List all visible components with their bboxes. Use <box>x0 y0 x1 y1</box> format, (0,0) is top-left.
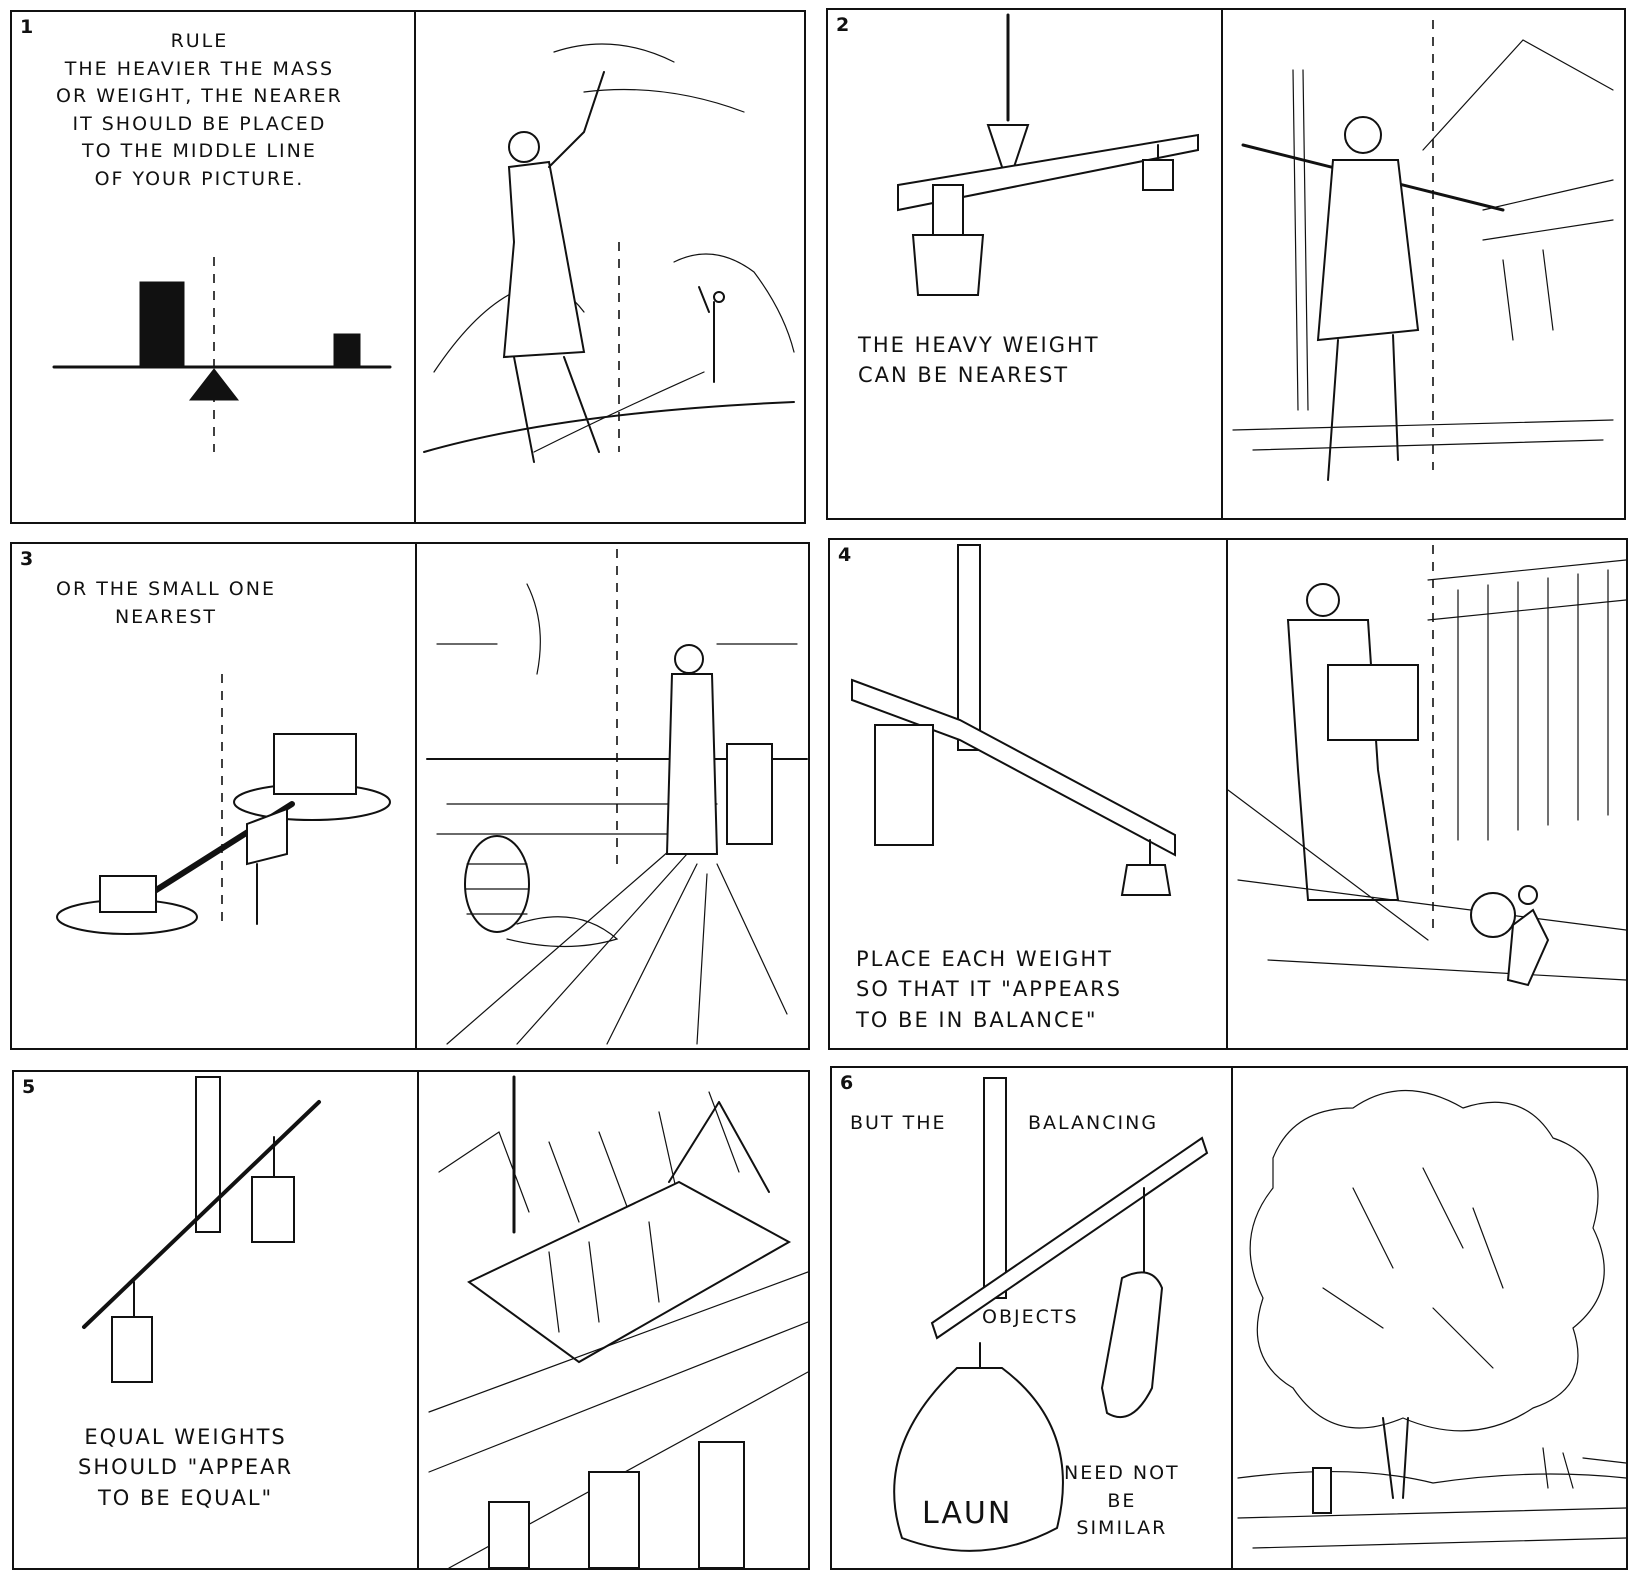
small-weight-block <box>334 334 360 365</box>
tree-canopy <box>1250 1091 1604 1431</box>
vertical-post <box>958 545 980 750</box>
balance-beam-diagram <box>12 12 414 522</box>
panel-2: 2 THE HEAVY WEIGHT CAN BE NEAREST <box>826 8 1626 520</box>
shoe-and-bag-diagram: LAUN <box>832 1068 1231 1568</box>
panel-2-sketch <box>1223 10 1624 518</box>
dock-scene-sketch <box>417 544 808 1048</box>
panel-3: 3 OR THE SMALL ONE NEAREST <box>10 542 810 1050</box>
large-cube <box>274 734 356 794</box>
barrel <box>465 836 529 932</box>
small-counterweight <box>1122 865 1170 895</box>
lever-arm <box>932 1138 1207 1338</box>
right-weight <box>252 1177 294 1242</box>
panel-4-diagram: 4 PLACE EACH WEIGHT SO THAT IT "APPEARS … <box>830 540 1228 1048</box>
bag-label: LAUN <box>922 1496 1012 1531</box>
crane-load-sketch <box>419 1072 808 1568</box>
panel-1-diagram: 1 RULE THE HEAVIER THE MASS OR WEIGHT, T… <box>12 12 416 522</box>
panel-1-sketch <box>414 12 804 522</box>
hanging-balance-diagram <box>830 540 1226 1048</box>
panel-6-sketch <box>1233 1068 1626 1568</box>
panel-3-diagram: 3 OR THE SMALL ONE NEAREST <box>12 544 417 1048</box>
panel-6-diagram: 6 BUT THE BALANCING OBJECTS NEED NOT BE … <box>832 1068 1233 1568</box>
panel-2-diagram: 2 THE HEAVY WEIGHT CAN BE NEAREST <box>828 10 1223 518</box>
equal-weights-diagram <box>14 1072 417 1568</box>
large-weight-block <box>140 282 184 365</box>
panel-6: 6 BUT THE BALANCING OBJECTS NEED NOT BE … <box>830 1066 1628 1570</box>
panel-1: 1 RULE THE HEAVIER THE MASS OR WEIGHT, T… <box>10 10 806 524</box>
man-carrying-pole-sketch <box>1223 10 1624 518</box>
vertical-post <box>984 1078 1006 1298</box>
rotating-balance-diagram <box>12 544 415 1048</box>
panel-5: 5 EQUAL WEIGHTS SHOULD "APPEAR TO BE EQU… <box>12 1070 810 1570</box>
left-weight <box>112 1317 152 1382</box>
organ-grinder-sketch <box>1228 540 1626 1048</box>
heavy-bucket <box>913 235 983 295</box>
woman-and-figure-sketch <box>414 12 804 522</box>
panel-3-sketch <box>417 544 808 1048</box>
organ-box <box>1328 665 1418 740</box>
panel-4-sketch <box>1228 540 1626 1048</box>
small-box <box>100 876 156 912</box>
fulcrum-triangle <box>190 369 238 400</box>
panel-4: 4 PLACE EACH WEIGHT SO THAT IT "APPEARS … <box>828 538 1628 1050</box>
panel-5-sketch <box>419 1072 808 1568</box>
steelyard-scale-diagram <box>828 10 1221 518</box>
panel-5-diagram: 5 EQUAL WEIGHTS SHOULD "APPEAR TO BE EQU… <box>14 1072 419 1568</box>
large-cylinder <box>875 725 933 845</box>
shoe <box>1102 1272 1162 1417</box>
light-weight <box>1143 160 1173 190</box>
hanging-platform <box>469 1182 789 1362</box>
tree-landscape-sketch <box>1233 1068 1626 1568</box>
